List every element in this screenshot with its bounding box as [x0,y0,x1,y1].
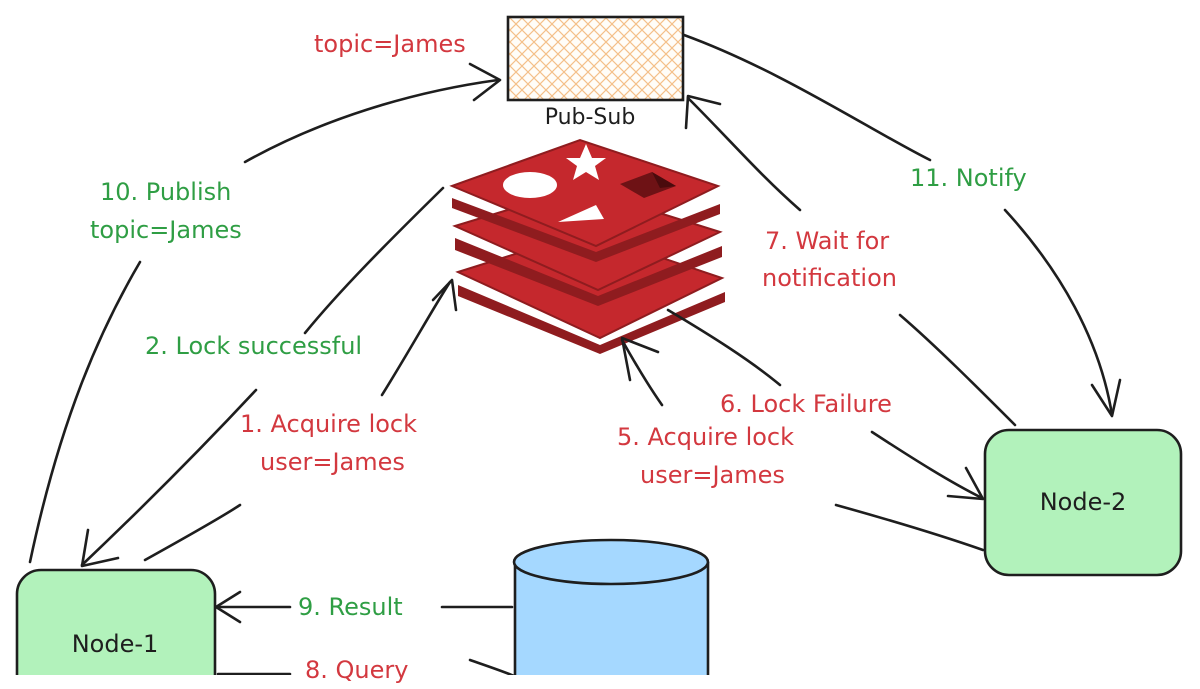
label-acquire-5-line2: user=James [640,461,785,489]
node-1-label: Node-1 [72,630,159,658]
label-wait-line2: notification [762,264,897,292]
label-query: 8. Query [305,656,409,684]
arrow-lock-successful [80,186,445,568]
arrow-lock-failure [666,308,985,501]
label-publish-line2: topic=James [90,216,242,244]
arrow-notify [682,33,1122,418]
arrow-publish [28,62,502,564]
redis-logo-icon [449,138,725,354]
arrow-wait [684,94,1017,427]
arrow-acquire-1 [143,278,458,562]
label-notify: 11. Notify [910,164,1027,192]
label-result: 9. Result [298,593,403,621]
cylinder-icon [512,538,710,675]
label-wait-line1: 7. Wait for [765,227,890,255]
label-lock-failure: 6. Lock Failure [720,390,892,418]
node-2-label: Node-2 [1040,488,1127,516]
node-1-box[interactable]: Node-1 [15,568,217,675]
pubsub-box: Pub-Sub [506,15,685,130]
diagram-canvas: Pub-Sub Node-1 Node-2 [15,15,1183,684]
label-acquire-1-line2: user=James [260,448,405,476]
label-topic: topic=James [314,30,466,58]
arrow-result [214,590,514,624]
label-acquire-1-line1: 1. Acquire lock [240,410,418,438]
node-2-box[interactable]: Node-2 [983,428,1183,577]
label-acquire-5-line1: 5. Acquire lock [617,423,795,451]
label-lock-successful: 2. Lock successful [145,332,363,360]
diagram-svg: Pub-Sub Node-1 Node-2 [15,15,1183,675]
label-publish-line1: 10. Publish [100,178,232,206]
arrow-acquire-5 [620,336,985,552]
pubsub-label: Pub-Sub [545,105,636,130]
